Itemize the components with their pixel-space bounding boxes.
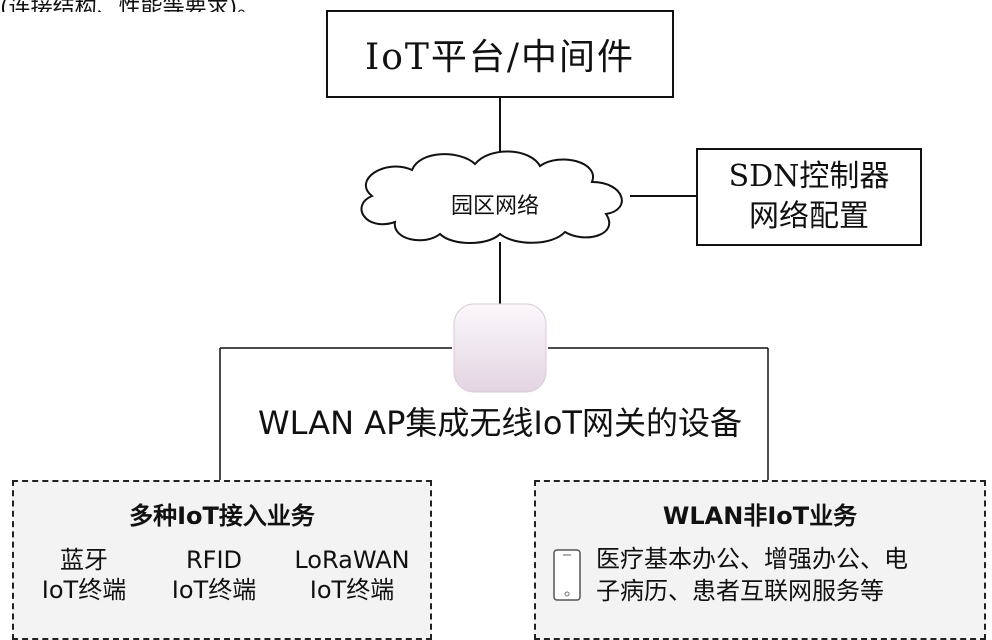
terminal-name: RFID (185, 546, 243, 574)
terminal-name: 蓝牙 (60, 546, 108, 574)
campus-cloud-shape (360, 150, 623, 244)
top-caption-fragment: (连接结构、性能等要求)。 (0, 0, 259, 12)
sdn-controller-box: SDN控制器 网络配置 (696, 148, 922, 246)
wlan-non-iot-title: WLAN非IoT业务 (662, 502, 858, 530)
terminal-name: LoRaWAN (294, 546, 410, 574)
campus-network-label: 园区网络 (450, 194, 539, 219)
iot-platform-box: IoT平台/中间件 (326, 10, 674, 98)
terminal-type: IoT终端 (41, 576, 127, 604)
terminal-type: IoT终端 (171, 576, 257, 604)
wlan-services-description: 医疗基本办公、增强办公、电 子病历、患者互联网服务等 (596, 543, 908, 607)
iot-access-services-title: 多种IoT接入业务 (129, 502, 315, 530)
iot-platform-label: IoT平台/中间件 (364, 37, 636, 78)
wlan-ap-device-icon (453, 303, 547, 393)
description-line-1: 医疗基本办公、增强办公、电 (596, 545, 908, 573)
terminal-type: IoT终端 (309, 576, 395, 604)
lorawan-terminal: LoRaWAN IoT终端 (282, 545, 422, 605)
description-line-2: 子病历、患者互联网服务等 (596, 577, 884, 605)
bluetooth-terminal: 蓝牙 IoT终端 (22, 545, 146, 605)
tablet-icon (553, 549, 581, 601)
rfid-terminal: RFID IoT终端 (152, 545, 276, 605)
sdn-controller-label: SDN控制器 (728, 159, 890, 194)
connector-layer (219, 98, 769, 482)
wlan-non-iot-services-panel: WLAN非IoT业务 医疗基本办公、增强办公、电 子病历、患者互联网服务等 (534, 480, 986, 640)
network-config-label: 网络配置 (749, 199, 869, 234)
ap-gateway-device-title: WLAN AP集成无线IoT网关的设备 (258, 404, 742, 442)
iot-access-services-panel: 多种IoT接入业务 蓝牙 IoT终端 RFID IoT终端 LoRaWAN Io… (12, 480, 432, 640)
